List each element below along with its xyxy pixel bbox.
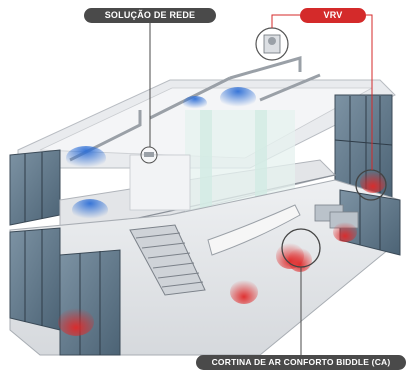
vrv-indoor-circle: [355, 169, 387, 201]
reception-desk: [207, 204, 301, 256]
airflow-red: [230, 280, 258, 304]
label-network-solution: SOLUÇÃO DE REDE: [84, 8, 216, 23]
airflow-blue: [66, 146, 106, 170]
facade-left-upper: [9, 149, 61, 226]
leader-line-vrv-indoor: [366, 14, 373, 170]
airflow-blue: [183, 96, 207, 110]
staircase: [129, 224, 206, 296]
airflow-red: [360, 171, 386, 193]
airflow-blue: [220, 87, 256, 109]
airflow-blue: [72, 199, 108, 221]
label-air-curtain: CORTINA DE AR CONFORTO BIDDLE (CA): [196, 355, 406, 370]
label-vrv: VRV: [300, 8, 366, 23]
airflow-red: [333, 222, 357, 242]
facade-left-lower: [9, 227, 61, 331]
leader-line-vrv: [271, 14, 300, 28]
airflow-red: [288, 248, 312, 272]
airflow-red: [58, 308, 94, 336]
